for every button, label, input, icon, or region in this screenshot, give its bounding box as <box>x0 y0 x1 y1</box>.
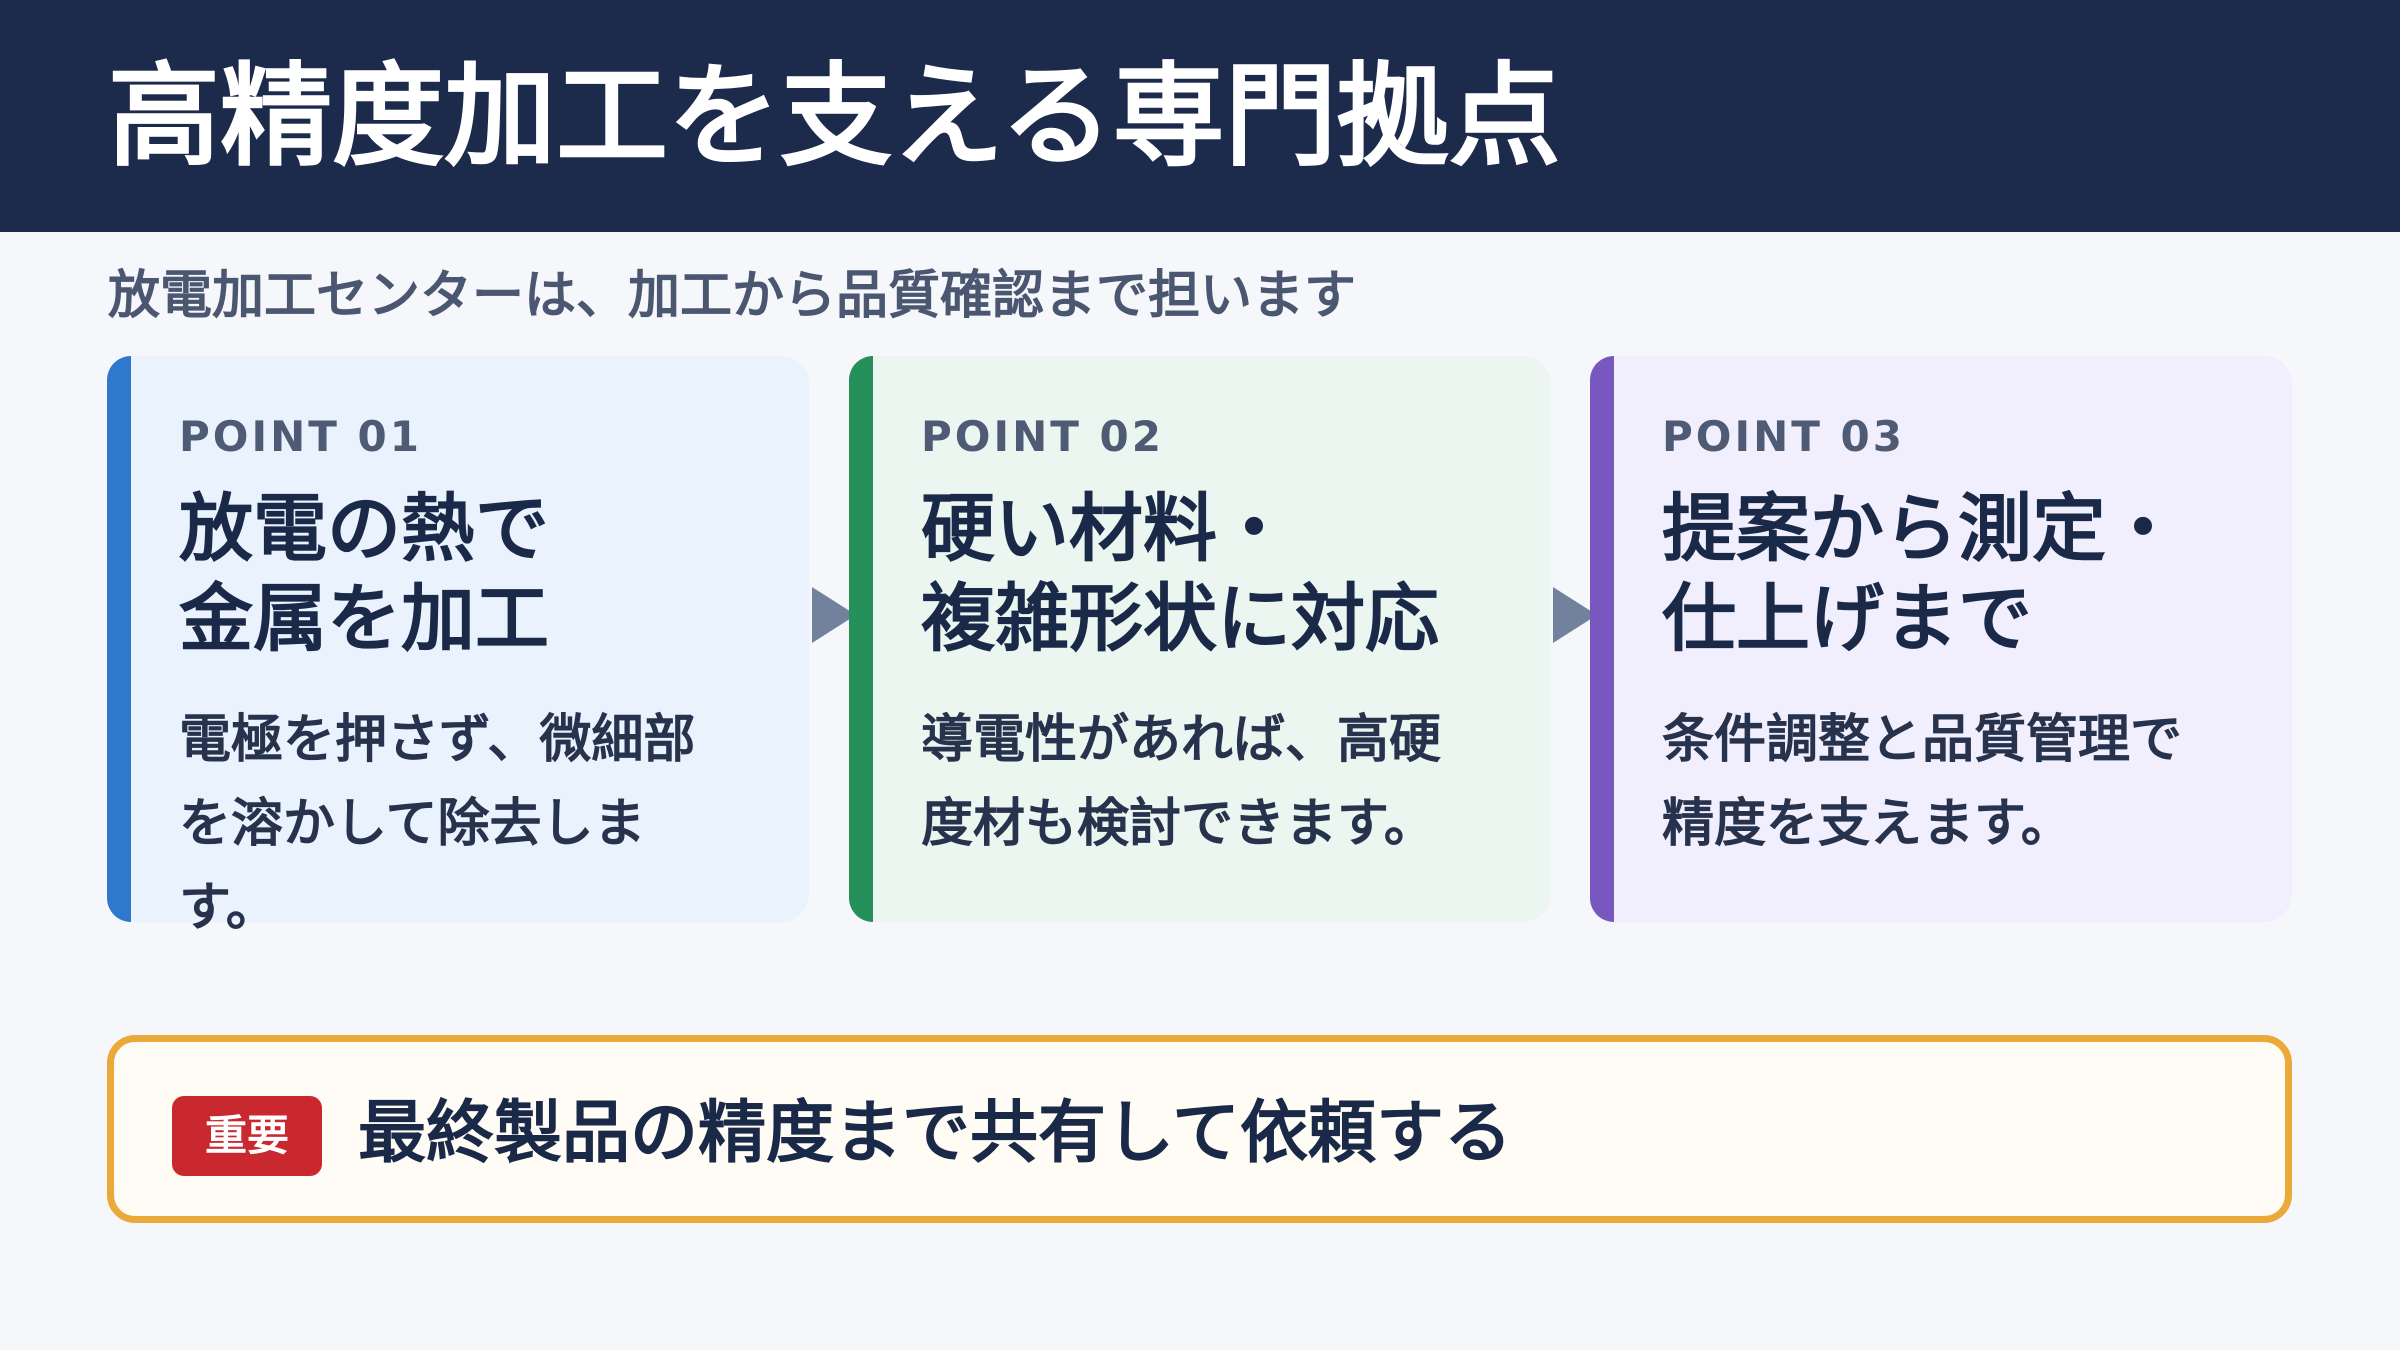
point-card-accent-stripe <box>849 356 873 922</box>
point-card-body: 電極を押さず、微細部 を溶かして除去しま す。 <box>179 698 739 950</box>
point-card-accent-stripe <box>107 356 131 922</box>
important-callout: 重要 最終製品の精度まで共有して依頼する <box>107 1035 2292 1223</box>
point-card-03: POINT 03 提案から測定・ 仕上げまで 条件調整と品質管理で 精度を支えま… <box>1590 356 2292 922</box>
triangle-right-icon <box>1553 587 1597 643</box>
point-card-body-line: す。 <box>179 878 278 938</box>
point-card-body: 条件調整と品質管理で 精度を支えます。 <box>1662 698 2222 866</box>
point-card-heading-line: 放電の熱で <box>179 486 549 572</box>
point-card-body-line: 条件調整と品質管理で <box>1662 710 2183 770</box>
point-card-heading: 放電の熱で 金属を加工 <box>179 484 779 664</box>
point-card-kicker: POINT 03 <box>1662 412 1905 461</box>
point-card-heading-line: 仕上げまで <box>1662 576 2032 662</box>
point-card-heading-line: 金属を加工 <box>179 576 549 662</box>
point-card-body-line: 精度を支えます。 <box>1662 794 2073 854</box>
important-message: 最終製品の精度まで共有して依頼する <box>358 1094 1512 1173</box>
point-card-kicker: POINT 02 <box>921 412 1164 461</box>
point-card-body-line: 導電性があれば、高硬 <box>921 710 1442 770</box>
point-card-body: 導電性があれば、高硬 度材も検討できます。 <box>921 698 1481 866</box>
point-card-body-line: を溶かして除去しま <box>179 794 646 854</box>
point-card-heading-line: 硬い材料・ <box>921 486 1291 572</box>
point-card-heading: 硬い材料・ 複雑形状に対応 <box>921 484 1521 664</box>
important-badge: 重要 <box>172 1096 322 1176</box>
point-card-accent-stripe <box>1590 356 1614 922</box>
header-bar: 高精度加工を支える専門拠点 <box>0 0 2400 232</box>
subtitle: 放電加工センターは、加工から品質確認まで担います <box>108 266 1357 326</box>
point-card-heading-line: 複雑形状に対応 <box>921 576 1439 662</box>
point-card-01: POINT 01 放電の熱で 金属を加工 電極を押さず、微細部 を溶かして除去し… <box>107 356 809 938</box>
point-card-kicker: POINT 01 <box>179 412 422 461</box>
point-card-02: POINT 02 硬い材料・ 複雑形状に対応 導電性があれば、高硬 度材も検討で… <box>849 356 1551 922</box>
point-card-heading: 提案から測定・ 仕上げまで <box>1662 484 2262 664</box>
page-title: 高精度加工を支える専門拠点 <box>108 52 1561 182</box>
point-card-body-line: 電極を押さず、微細部 <box>179 710 696 770</box>
point-card-body-line: 度材も検討できます。 <box>921 794 1436 854</box>
point-card-heading-line: 提案から測定・ <box>1662 486 2180 572</box>
triangle-right-icon <box>812 587 856 643</box>
